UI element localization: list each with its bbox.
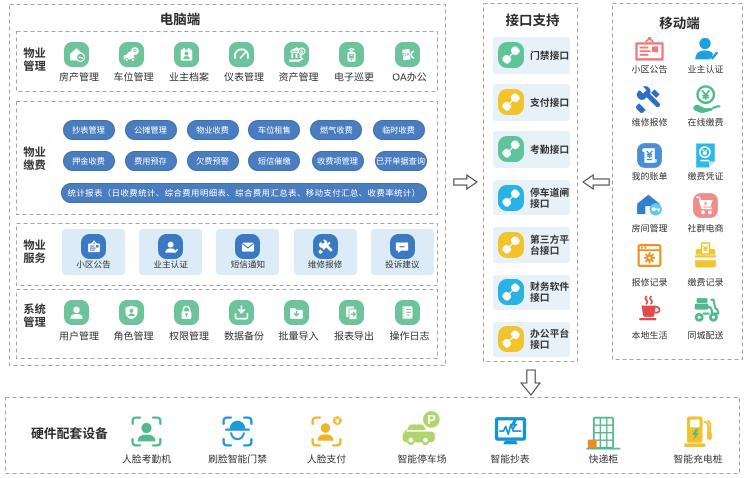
svg-text:P: P — [133, 49, 137, 55]
svg-text:OA: OA — [402, 52, 410, 58]
svg-text:P: P — [427, 412, 436, 427]
svg-text:e: e — [704, 202, 708, 208]
svg-text:$: $ — [300, 49, 303, 55]
